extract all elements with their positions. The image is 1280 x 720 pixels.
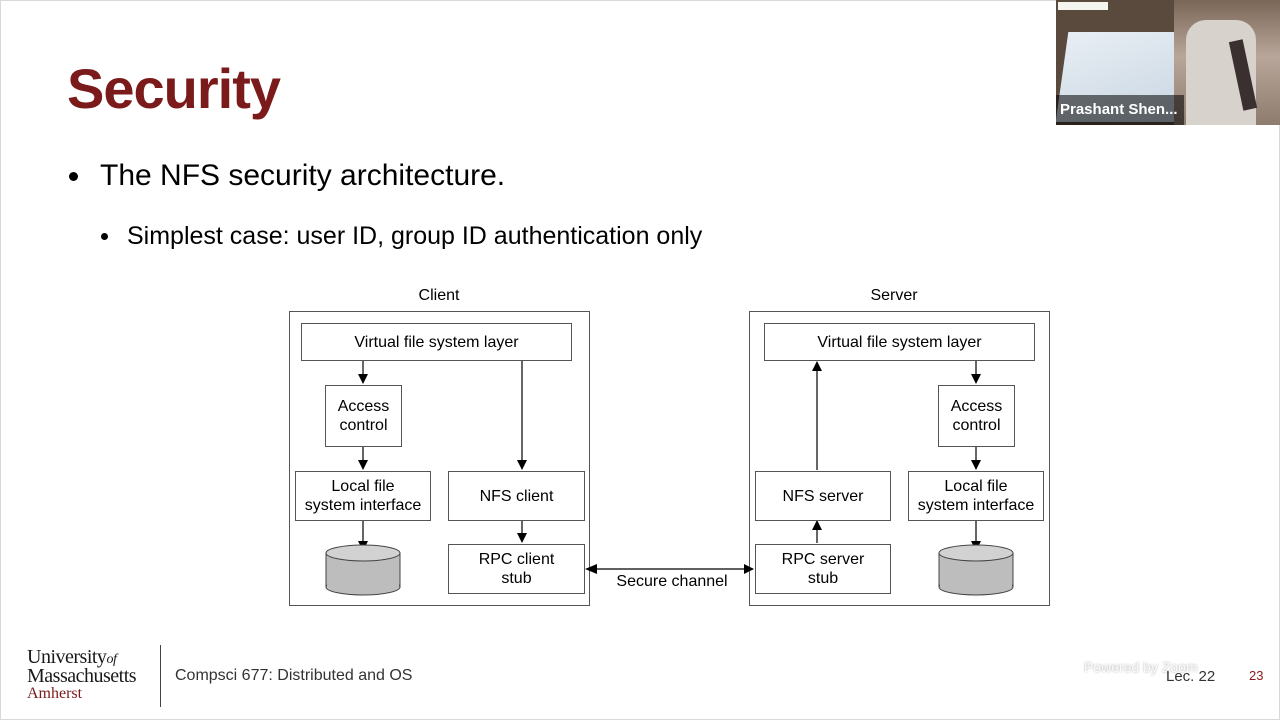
bullet-dot xyxy=(101,233,108,240)
bullet-text: The NFS security architecture. xyxy=(100,159,506,192)
umass-logo: Universityof Massachusetts Amherst xyxy=(27,646,137,702)
client-local-fs-interface: Local file system interface xyxy=(295,471,431,521)
client-nfs-client: NFS client xyxy=(448,471,585,521)
server-local-fs-interface: Local file system interface xyxy=(908,471,1044,521)
client-localfs-text: Local file system interface xyxy=(304,478,422,514)
client-rpc-stub: RPC client stub xyxy=(448,544,585,594)
ceiling-light xyxy=(1058,2,1108,10)
lecture-number: Lec. 22 xyxy=(1166,668,1216,685)
slide-title: Security xyxy=(67,57,281,120)
logo-line3: Amherst xyxy=(27,685,83,702)
participant-video-tile[interactable]: Prashant Shen... xyxy=(1056,0,1280,125)
server-rpc-stub: RPC server stub xyxy=(755,544,891,594)
bullet-level-2: Simplest case: user ID, group ID authent… xyxy=(99,222,702,251)
footer-divider xyxy=(160,645,161,707)
client-disk-icon xyxy=(325,544,401,596)
secure-channel-arrowhead-left xyxy=(585,564,597,574)
server-localfs-text: Local file system interface xyxy=(917,478,1035,514)
server-access-text: Access control xyxy=(950,398,1003,434)
server-vfs-layer: Virtual file system layer xyxy=(764,323,1035,361)
secure-channel-label: Secure channel xyxy=(616,573,728,590)
server-disk-icon xyxy=(938,544,1014,596)
client-access-text: Access control xyxy=(337,398,390,434)
client-nfs-text: NFS client xyxy=(479,487,554,505)
logo-line2: Massachusetts xyxy=(27,665,137,687)
logo-line1: University xyxy=(27,646,107,668)
page-number: 23 xyxy=(1249,668,1264,683)
bullet-level-1: The NFS security architecture. xyxy=(67,159,505,193)
server-rpc-text: RPC server stub xyxy=(781,551,865,587)
server-label: Server xyxy=(870,287,918,304)
bullet-dot xyxy=(69,171,78,181)
server-nfs-server: NFS server xyxy=(755,471,891,521)
logo-of: of xyxy=(106,652,117,667)
zoom-watermark: Powered by Zoom xyxy=(1084,659,1198,675)
course-name: Compsci 677: Distributed and OS xyxy=(175,667,413,684)
server-nfs-text: NFS server xyxy=(782,487,864,505)
bullet-text: Simplest case: user ID, group ID authent… xyxy=(127,222,703,250)
client-label: Client xyxy=(418,287,460,304)
client-container xyxy=(289,311,590,606)
server-container xyxy=(749,311,1050,606)
client-vfs-text: Virtual file system layer xyxy=(354,333,519,351)
server-vfs-text: Virtual file system layer xyxy=(817,333,982,351)
client-vfs-layer: Virtual file system layer xyxy=(301,323,572,361)
participant-name: Prashant Shen... xyxy=(1056,95,1184,125)
client-access-control: Access control xyxy=(325,385,402,447)
client-rpc-text: RPC client stub xyxy=(478,551,555,587)
server-access-control: Access control xyxy=(938,385,1015,447)
